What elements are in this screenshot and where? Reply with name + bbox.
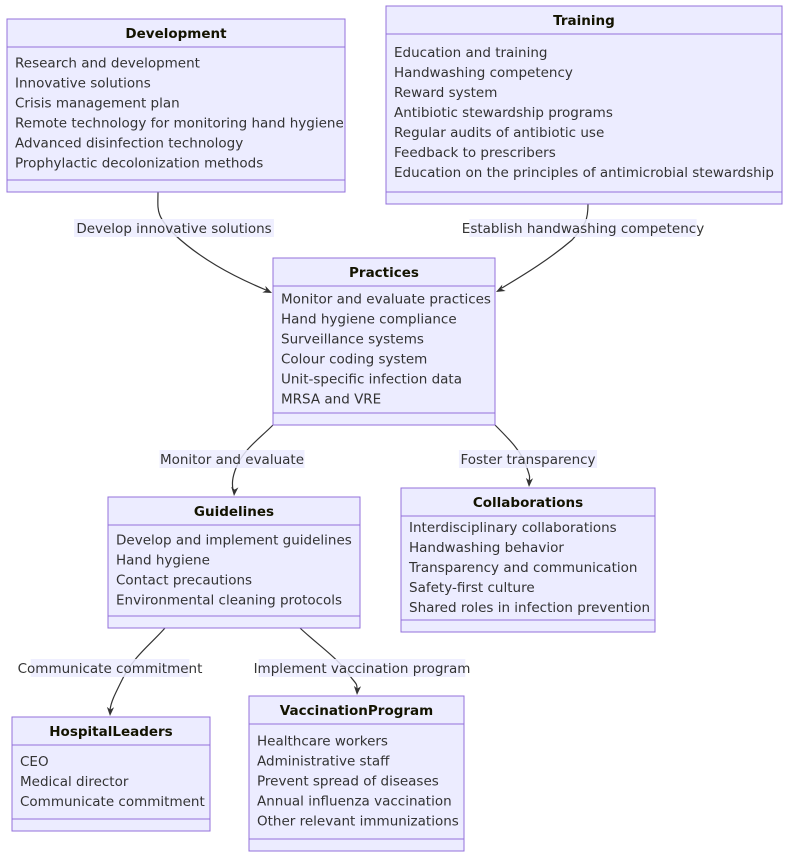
node-attribute: Handwashing behavior: [409, 540, 564, 556]
node-attribute: Innovative solutions: [15, 76, 151, 92]
node-attribute: Interdisciplinary collaborations: [409, 520, 617, 536]
edge-label-background: [74, 219, 274, 237]
node-title: VaccinationProgram: [280, 703, 433, 719]
edge-label-guidelines-to-hospitalleaders: Communicate commitment: [18, 659, 203, 677]
node-attribute: MRSA and VRE: [281, 392, 381, 408]
node-attribute: Develop and implement guidelines: [116, 533, 352, 549]
edge-line: [157, 191, 267, 291]
edge-label-background: [469, 219, 697, 237]
edge-label-background: [258, 659, 466, 677]
edge-label-background: [159, 450, 305, 468]
edge-line: [109, 627, 166, 711]
edge-label-background: [30, 659, 190, 677]
node-attribute: Annual influenza vaccination: [257, 794, 452, 810]
node-attribute: Education and training: [394, 45, 548, 61]
edge-label-text: Establish handwashing competency: [462, 221, 704, 237]
edge-label-practices-to-guidelines: Monitor and evaluate: [159, 450, 305, 468]
node-attribute: Colour coding system: [281, 352, 427, 368]
node-attribute: Safety-first culture: [409, 580, 535, 596]
node-attribute: Transparency and communication: [408, 560, 637, 576]
arrowhead-icon: [262, 285, 272, 293]
node-attribute: Hand hygiene compliance: [281, 312, 457, 328]
arrowhead-icon: [106, 706, 115, 716]
node-attribute: Monitor and evaluate practices: [281, 292, 491, 308]
node-attribute: Prophylactic decolonization methods: [15, 156, 263, 172]
edge-label-background: [458, 450, 598, 468]
edge-label-text: Foster transparency: [460, 452, 595, 468]
edge-labels-layer: Develop innovative solutions Establish ha…: [18, 219, 704, 677]
edge-line: [299, 627, 358, 690]
edge-training-to-practices: [496, 203, 589, 292]
arrowhead-icon: [525, 477, 534, 487]
node-attribute: Shared roles in infection prevention: [409, 600, 650, 616]
node-attribute: CEO: [20, 754, 49, 770]
node-attribute: Hand hygiene: [116, 553, 210, 569]
node-attribute: Healthcare workers: [257, 734, 388, 750]
node-attribute: Communicate commitment: [20, 794, 205, 810]
edge-label-text: Communicate commitment: [18, 661, 203, 677]
node-title: HospitalLeaders: [49, 724, 172, 740]
node-attribute: Environmental cleaning protocols: [116, 593, 342, 609]
edge-label-development-to-practices: Develop innovative solutions: [74, 219, 274, 237]
node-attribute: Contact precautions: [116, 573, 252, 589]
node-attribute: Administrative staff: [257, 754, 390, 770]
node-title: Practices: [349, 265, 419, 281]
node-title: Development: [125, 26, 227, 42]
node-title: Training: [553, 13, 615, 29]
arrowhead-icon: [496, 284, 506, 292]
node-attribute: Reward system: [394, 85, 497, 101]
arrowhead-icon: [353, 685, 362, 695]
node-attribute: Remote technology for monitoring hand hy…: [15, 116, 344, 132]
node-attribute: Prevent spread of diseases: [257, 774, 439, 790]
edge-label-text: Implement vaccination program: [254, 661, 471, 677]
edge-label-training-to-practices: Establish handwashing competency: [462, 219, 704, 237]
edge-label-text: Monitor and evaluate: [160, 452, 304, 468]
node-attribute: Handwashing competency: [394, 65, 573, 81]
edge-label-practices-to-collaborations: Foster transparency: [458, 450, 598, 468]
arrowhead-icon: [231, 486, 239, 496]
node-attribute: Regular audits of antibiotic use: [394, 125, 604, 141]
node-attribute: Antibiotic stewardship programs: [394, 105, 613, 121]
node-attribute: Crisis management plan: [15, 96, 180, 112]
node-body: [385, 5, 783, 205]
node-attribute: Feedback to prescribers: [394, 145, 556, 161]
node-body: [107, 496, 361, 629]
node-body: [248, 695, 465, 852]
node-attribute: Surveillance systems: [281, 332, 424, 348]
node-title: Guidelines: [194, 504, 274, 520]
edge-guidelines-to-hospitalleaders: [106, 627, 166, 716]
edge-development-to-practices: [157, 191, 272, 293]
node-attribute: Medical director: [20, 774, 129, 790]
node-attribute: Unit-specific infection data: [281, 372, 462, 388]
node-body: [400, 487, 656, 633]
node-attribute: Research and development: [15, 56, 200, 72]
edge-label-text: Develop innovative solutions: [76, 221, 271, 237]
node-attribute: Advanced disinfection technology: [15, 136, 243, 152]
node-body: [6, 18, 346, 193]
edge-label-guidelines-to-vaccinationprogram: Implement vaccination program: [254, 659, 471, 677]
node-attribute: Other relevant immunizations: [257, 814, 459, 830]
node-title: Collaborations: [473, 495, 583, 511]
edge-line: [501, 203, 589, 289]
node-body: [11, 716, 211, 832]
node-attribute: Education on the principles of antimicro…: [394, 165, 774, 181]
